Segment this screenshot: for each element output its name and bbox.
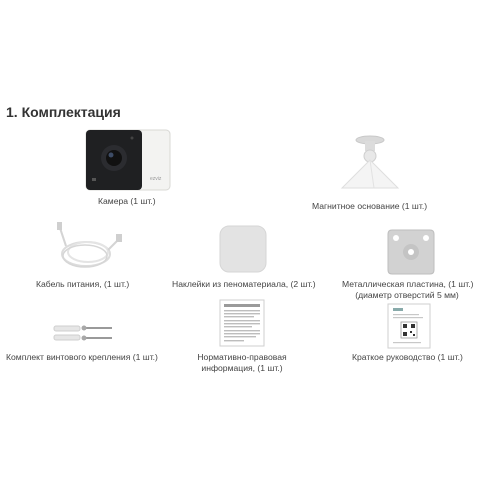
- item-label-foam-stickers: Наклейки из пеноматериала, (2 шт.): [172, 279, 316, 289]
- cable-icon: [57, 222, 122, 268]
- metal-plate-label-line2: (диаметр отверстий 5 мм): [355, 290, 459, 300]
- section-title: 1. Комплектация: [6, 104, 121, 120]
- item-label-quick-guide: Краткое руководство (1 шт.): [352, 352, 463, 362]
- item-label-magnetic-base: Магнитное основание (1 шт.): [312, 201, 428, 211]
- item-label-screw-kit: Комплект винтового крепления (1 шт.): [6, 352, 158, 362]
- quick-guide-icon: [387, 303, 431, 349]
- item-label-cable: Кабель питания, (1 шт.): [36, 279, 130, 289]
- foam-sticker-icon: [219, 225, 267, 273]
- screw-kit-icon: [53, 325, 112, 341]
- camera-icon: ezviz: [85, 129, 171, 191]
- metal-plate-icon: [387, 229, 435, 275]
- magnetic-base-icon: [340, 135, 400, 189]
- regulatory-label-line2: информация, (1 шт.): [201, 363, 283, 373]
- item-label-regulatory: Нормативно-правовая информация, (1 шт.): [182, 352, 302, 374]
- regulatory-doc-icon: [219, 299, 265, 347]
- item-label-metal-plate: Металлическая пластина, (1 шт.) (диаметр…: [342, 279, 474, 301]
- brand-logo: ezviz: [150, 176, 162, 182]
- item-label-camera: Камера (1 шт.): [98, 196, 156, 206]
- regulatory-label-line1: Нормативно-правовая: [197, 352, 287, 362]
- metal-plate-label-line1: Металлическая пластина, (1 шт.): [342, 279, 474, 289]
